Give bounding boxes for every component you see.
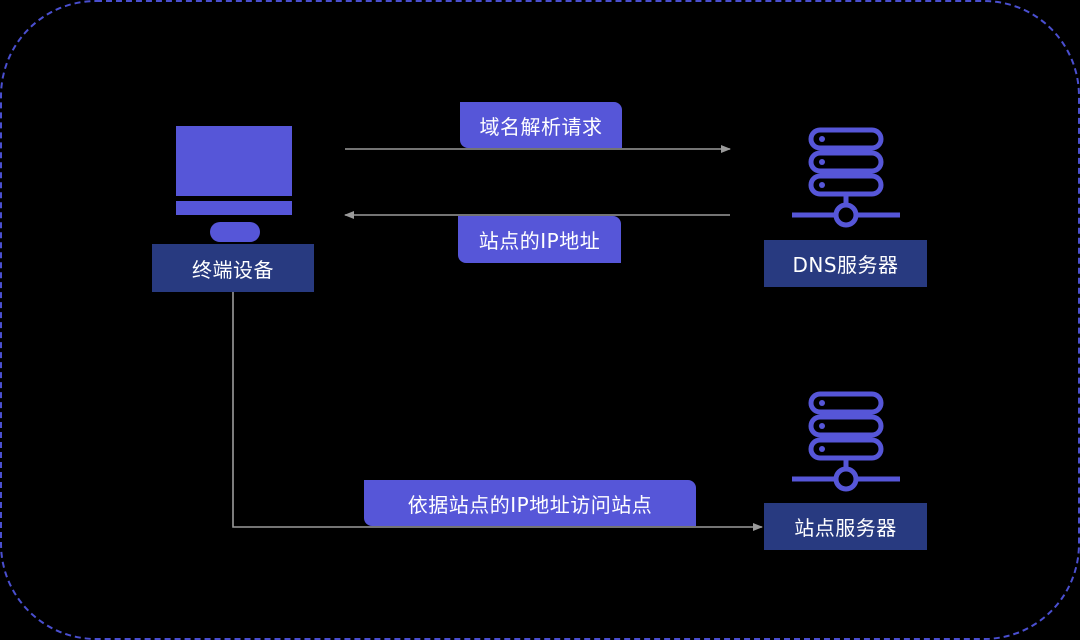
site-access-label: 依据站点的IP地址访问站点 xyxy=(364,480,696,526)
dns-request-label: 域名解析请求 xyxy=(460,102,622,148)
arrow-site-access xyxy=(232,292,763,531)
dns-server-icon xyxy=(792,127,900,228)
dns-server-label: DNS服务器 xyxy=(764,240,927,287)
connectors xyxy=(232,145,763,531)
monitor-icon xyxy=(176,126,292,242)
site-server-label: 站点服务器 xyxy=(764,503,927,550)
site-server-icon xyxy=(792,391,900,492)
dns-response-label: 站点的IP地址 xyxy=(458,216,621,263)
terminal-device-label: 终端设备 xyxy=(152,244,314,292)
